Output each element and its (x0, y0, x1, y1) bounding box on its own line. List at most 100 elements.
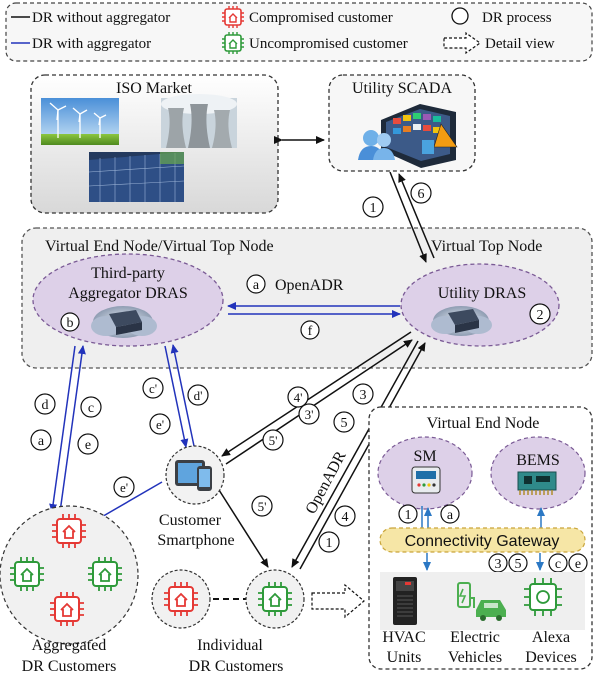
step-d-prime-label: d' (194, 388, 203, 403)
scada-monitor-icon (381, 104, 458, 168)
step-5-label: 5 (341, 416, 348, 431)
circuit-board-icon (517, 471, 557, 495)
step-c-label: c (88, 401, 94, 416)
individual-label-2: DR Customers (189, 658, 284, 675)
hvac-unit-icon (393, 577, 417, 625)
legend-detail-view-label: Detail view (485, 36, 555, 52)
step-4-prime-circle (287, 386, 309, 408)
dras-to-scada-arrow (398, 173, 435, 259)
dras-to-smartphone-arrow (221, 331, 412, 457)
customer-smartphone: Customer Smartphone (157, 445, 235, 549)
step-2-circle (529, 303, 551, 325)
ve-step-a-circle (440, 504, 460, 524)
aggregated-dr-customers: Aggregated DR Customers (0, 505, 139, 675)
step-3-circle (352, 383, 374, 405)
uncompromised-chip-icon (10, 557, 44, 591)
individual-dr-customers: Individual DR Customers (151, 569, 305, 675)
alexa-label-1: Alexa (532, 629, 570, 646)
step-e-prime-circle (149, 413, 171, 435)
cloud-server-icon (91, 306, 157, 338)
customers-to-aggregator-arrow (59, 345, 86, 513)
openadr-top-label: OpenADR (275, 277, 344, 294)
hvac-label-2: Units (387, 649, 422, 666)
legend-detail-view-arrow-icon (443, 31, 482, 55)
uncompromised-chip-icon (88, 557, 122, 591)
individual-to-dras-arrow (299, 342, 426, 570)
legend-dr-process-label: DR process (482, 10, 552, 26)
uncompromised-chip-icon (258, 582, 292, 616)
step-1-circle (318, 531, 340, 553)
step-1-top-label: 1 (370, 201, 377, 216)
legend-dr-process-icon (451, 7, 469, 25)
smartphone-label-1: Customer (159, 512, 222, 529)
connectivity-gateway: Connectivity Gateway (379, 527, 586, 553)
compromised-chip-icon (50, 592, 84, 626)
virtual-end-top-title: Virtual End Node/Virtual Top Node (45, 238, 274, 255)
step-3-label: 3 (360, 388, 367, 403)
step-e-prime2-circle (113, 476, 135, 498)
step-5-prime-label: 5' (269, 433, 278, 448)
aggregator-to-customers-arrow (49, 345, 76, 513)
ve-step-c-label: c (555, 557, 561, 572)
utility-scada-box: Utility SCADA (328, 74, 476, 172)
step-d-prime-circle (187, 384, 209, 406)
aggregated-label-2: DR Customers (22, 658, 117, 675)
hvac-label-1: HVAC (382, 629, 425, 646)
ve-step-a-label: a (447, 508, 454, 523)
alexa-device-icon (524, 578, 562, 616)
step-e-label: e (85, 438, 91, 453)
step-c-prime-circle (142, 377, 164, 399)
utility-dras: Utility DRAS 2 (400, 263, 560, 347)
legend-dr-with-label: DR with aggregator (32, 36, 151, 52)
compromised-chip-icon (222, 6, 244, 28)
cloud-server-icon (431, 306, 492, 336)
third-party-label-1: Third-party (91, 265, 165, 282)
scada-to-dras-arrow (389, 171, 427, 263)
legend-compromised-label: Compromised customer (249, 10, 393, 26)
utility-scada-title: Utility SCADA (352, 80, 452, 97)
virtual-end-title: Virtual End Node (427, 415, 540, 432)
wind-turbine-image (41, 98, 119, 145)
virtual-end-node-box: Virtual End Node SM BEMS 1 a (368, 406, 593, 670)
step-6-label: 6 (418, 187, 425, 202)
step-2-label: 2 (537, 308, 544, 323)
third-party-aggregator-dras: Third-party Aggregator DRAS b (32, 253, 224, 347)
third-party-label-2: Aggregator DRAS (68, 285, 188, 302)
virtual-top-title: Virtual Top Node (431, 238, 542, 255)
step-a-top-circle (246, 274, 266, 294)
step-3-prime-label: 3' (305, 407, 314, 422)
step-c-prime-label: c' (149, 381, 157, 396)
cooling-towers-image (161, 94, 237, 148)
step-a-label: a (38, 434, 45, 449)
step-e-prime-label: e' (156, 417, 164, 432)
step-a-circle (30, 429, 52, 451)
step-4-label: 4 (342, 510, 349, 525)
step-4-prime-label: 4' (294, 390, 303, 405)
operator-person-icon (358, 130, 395, 160)
step-3-prime-circle (298, 403, 320, 425)
step-d-circle (34, 393, 56, 415)
step-5-prime2-circle (251, 495, 273, 517)
iso-market-title: ISO Market (116, 80, 193, 97)
compromised-chip-icon (164, 582, 198, 616)
electric-vehicle-icon (457, 582, 506, 621)
ve-step-e-label: e (575, 557, 581, 572)
step-b-circle (60, 312, 80, 332)
step-1-label: 1 (326, 536, 333, 551)
ev-label-2: Vehicles (448, 649, 502, 666)
uncompromised-chip-icon (222, 32, 244, 54)
aggregator-to-smartphone-arrow (164, 345, 189, 448)
tablet-phone-icon (175, 460, 212, 491)
solar-panel-image (88, 152, 185, 202)
ve-step-3-label: 3 (495, 557, 502, 572)
step-a-top-label: a (253, 278, 260, 293)
compromised-chip-icon (52, 514, 86, 548)
sm-label: SM (413, 448, 436, 465)
bems-label: BEMS (516, 452, 560, 469)
aggregated-label-1: Aggregated (32, 637, 107, 654)
step-6-circle (410, 182, 432, 204)
smartphone-label-2: Smartphone (157, 532, 234, 549)
ev-label-1: Electric (450, 629, 500, 646)
smartphone-to-dras-arrow (225, 339, 413, 465)
